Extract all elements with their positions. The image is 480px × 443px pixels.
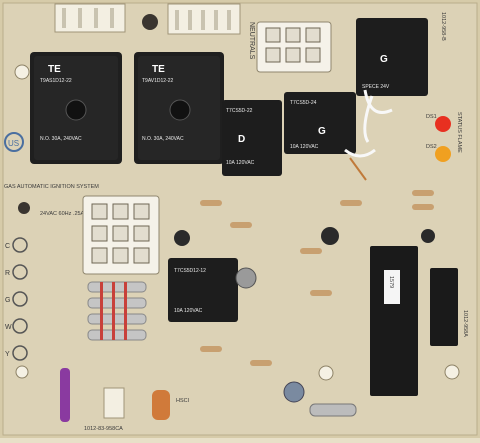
relay-k3-spec: 10A 120VAC (226, 160, 255, 166)
relay-k2-spec: N.O. 30A, 240VAC (142, 136, 184, 142)
rating-label: 24VAC 60Hz .25A (40, 211, 85, 217)
relay-small: T7CS5D12-12 10A 120VAC (168, 258, 238, 322)
status-flame-label: STATUS FLAME (456, 112, 462, 153)
relay-k4: G T7CS5D-24 10A 120VAC (284, 92, 356, 154)
relay-small-spec: 10A 120VAC (174, 308, 203, 314)
relay-k1: TE T9AS1D12-22 N.O. 30A, 240VAC (30, 52, 122, 164)
terminal-r-label: R (5, 270, 10, 277)
relay-k1-brand: TE (48, 64, 61, 75)
bottom-resistor (309, 403, 357, 417)
led-amber (435, 146, 451, 162)
p2-connector (256, 21, 332, 73)
fuse-area (60, 368, 170, 422)
relay-k2-model: T9AV1D12-22 (142, 78, 174, 84)
terminal-g-label: G (5, 297, 10, 304)
p1-connector (82, 195, 160, 275)
small-components (174, 190, 435, 403)
relay-k5: G SPECE 24V (356, 18, 428, 96)
terminal-w-label: W (5, 324, 12, 331)
relay-k3: D T7CS5D-22 10A 120VAC (222, 100, 282, 176)
top-left-header (54, 3, 126, 33)
ic-u2 (430, 268, 458, 346)
ic-marking: 1579 (388, 276, 394, 288)
ignition-label: GAS AUTOMATIC IGNITION SYSTEM (4, 184, 99, 190)
neutrals-header (167, 3, 241, 35)
svg-text:US: US (8, 139, 19, 148)
status-leds: DS1 DS2 (426, 114, 451, 162)
mounting-holes (14, 14, 460, 381)
relay-k3-model: T7CS5D-22 (226, 108, 253, 114)
bottom-code-label: 1012-83-958CA (84, 426, 123, 432)
relay-k4-model: T7CS5D-24 (290, 100, 317, 106)
fuse-label: HSCI (176, 398, 190, 404)
relay-k2: TE T9AV1D12-22 N.O. 30A, 240VAC (134, 52, 224, 164)
svg-text:G: G (318, 126, 326, 137)
relay-k5-spec: SPECE 24V (362, 84, 390, 90)
svg-text:G: G (380, 54, 388, 65)
ic-u1: 1579 (370, 246, 418, 396)
led-1-label: DS1 (426, 114, 437, 120)
part-number-label: 1012-958A (462, 310, 468, 337)
relay-small-model: T7CS5D12-12 (174, 268, 206, 274)
svg-text:D: D (238, 134, 245, 145)
neutrals-label: NEUTRALS (248, 22, 255, 60)
relay-k1-model: T9AS1D12-22 (40, 78, 72, 84)
led-red (435, 116, 451, 132)
relay-k2-brand: TE (152, 64, 165, 75)
top-code-label: 1012-958-B (440, 12, 446, 41)
terminal-y-label: Y (5, 351, 10, 358)
terminal-c-label: C (5, 243, 10, 250)
relay-k1-spec: N.O. 30A, 240VAC (40, 136, 82, 142)
ul-mark: US (4, 132, 24, 152)
terminal-block: C R G W Y (5, 237, 28, 361)
relay-k4-spec: 10A 120VAC (290, 144, 319, 150)
led-2-label: DS2 (426, 144, 437, 150)
jumper-wires (344, 89, 393, 181)
power-resistors (87, 281, 147, 341)
